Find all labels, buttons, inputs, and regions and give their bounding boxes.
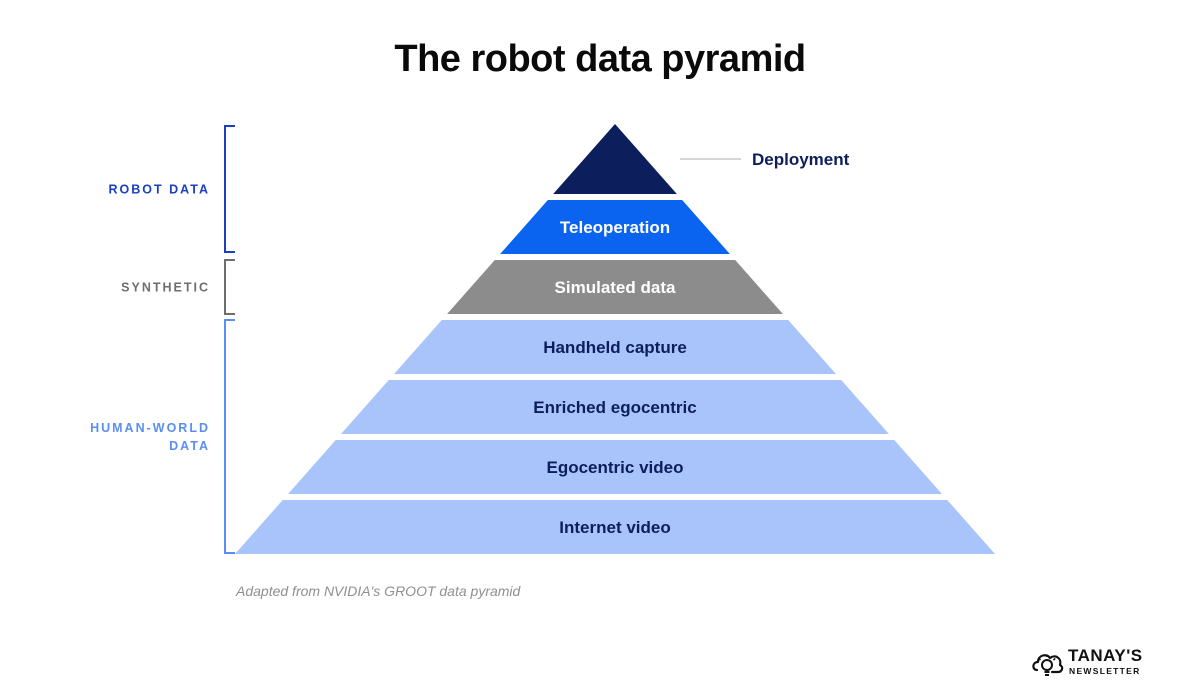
callout-label: Deployment (752, 150, 850, 169)
group-label: ROBOT DATA (109, 183, 210, 197)
group-label: SYNTHETIC (121, 281, 210, 295)
group-bracket (224, 259, 235, 315)
group-bracket (224, 125, 235, 253)
pyramid-layer-simulated-data (447, 260, 783, 314)
lightbulb-cloud-icon (1032, 654, 1064, 676)
pyramid-layer-handheld-capture (394, 320, 836, 374)
pyramid-layer-label: Enriched egocentric (533, 398, 696, 417)
logo-subtitle: NEWSLETTER (1069, 666, 1141, 676)
group-bracket (224, 319, 235, 554)
pyramid-layer-label: Egocentric video (547, 458, 684, 477)
pyramid-layer-teleoperation (500, 200, 730, 254)
logo-name: TANAY'S (1068, 646, 1143, 665)
pyramid-layer-label: Internet video (559, 518, 670, 537)
pyramid-layer-label: Teleoperation (560, 218, 670, 237)
group-label: DATA (169, 439, 210, 453)
pyramid-layer-label: Handheld capture (543, 338, 687, 357)
newsletter-logo: TANAY'S NEWSLETTER (1030, 646, 1160, 680)
pyramid-layer-internet-video (235, 500, 995, 554)
source-caption: Adapted from NVIDIA's GROOT data pyramid (236, 583, 521, 599)
pyramid-layer-egocentric-video (288, 440, 942, 494)
page-title: The robot data pyramid (394, 38, 806, 80)
group-label: HUMAN-WORLD (90, 421, 210, 435)
pyramid-layer-enriched-egocentric (341, 380, 889, 434)
pyramid-layer-apex (553, 124, 677, 194)
pyramid-layer-label: Simulated data (555, 278, 676, 297)
